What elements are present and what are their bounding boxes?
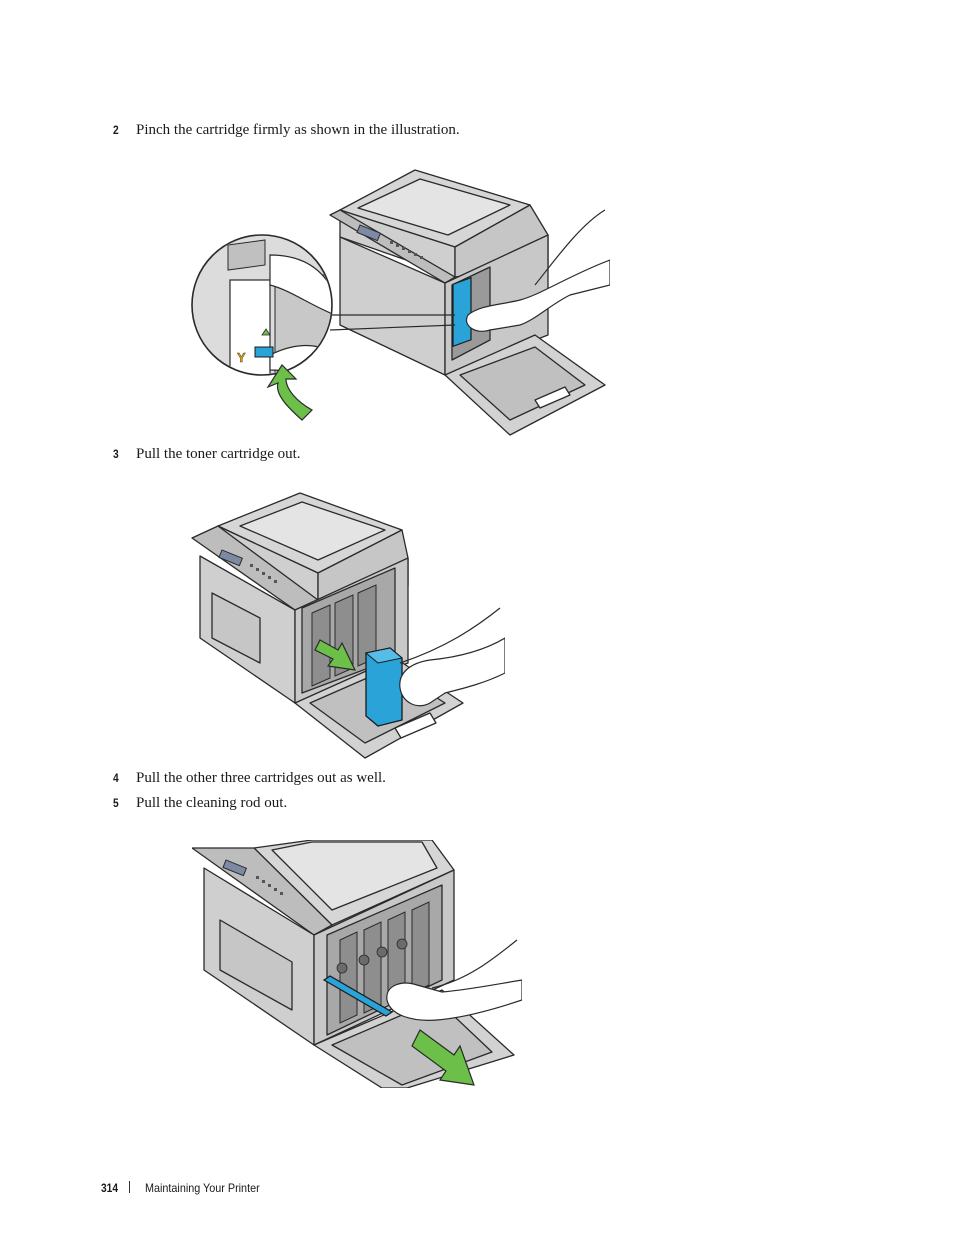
step-number: 2 <box>113 123 119 137</box>
step-number: 5 <box>113 796 119 810</box>
step-text: Pull the other three cartridges out as w… <box>136 770 386 786</box>
illustration-pinch-cartridge: Y <box>191 169 610 436</box>
step-text: Pull the cleaning rod out. <box>136 795 288 811</box>
page-footer: 314 Maintaining Your Printer <box>101 1181 272 1195</box>
page-number: 314 <box>101 1181 119 1195</box>
step-number: 4 <box>113 771 119 785</box>
step-3: 3 Pull the toner cartridge out. <box>113 445 301 463</box>
illustration-pull-cleaning-rod <box>192 840 522 1088</box>
step-2: 2 Pinch the cartridge firmly as shown in … <box>113 121 460 139</box>
illustration-pull-toner-cartridge <box>191 492 505 759</box>
section-title: Maintaining Your Printer <box>145 1181 260 1195</box>
step-text: Pinch the cartridge firmly as shown in t… <box>136 122 460 138</box>
step-number: 3 <box>113 447 119 461</box>
step-text: Pull the toner cartridge out. <box>136 446 301 462</box>
step-4: 4 Pull the other three cartridges out as … <box>113 769 386 787</box>
step-5: 5 Pull the cleaning rod out. <box>113 794 287 812</box>
cartridge-label-y: Y <box>237 350 246 365</box>
footer-divider <box>129 1181 131 1193</box>
